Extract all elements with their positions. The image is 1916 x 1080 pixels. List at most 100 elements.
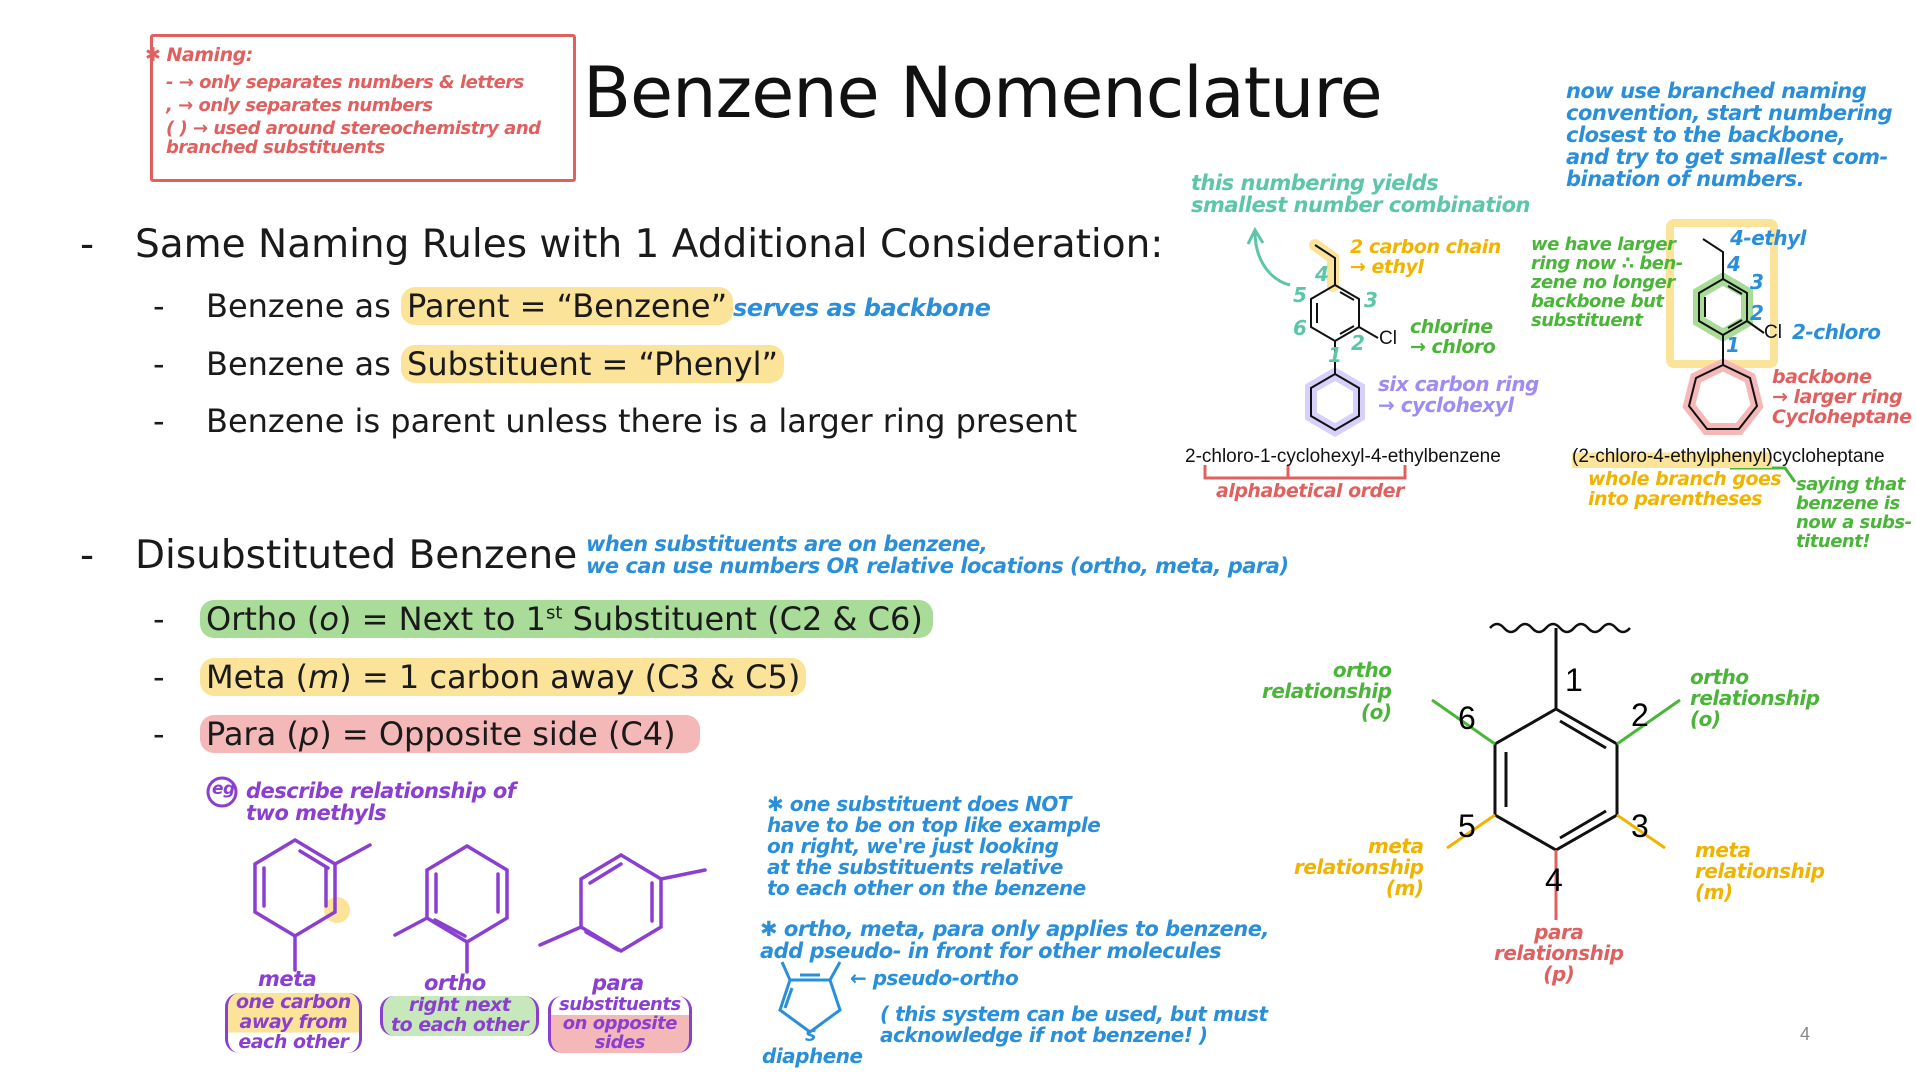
bullet-dash: - <box>153 600 165 638</box>
ring-number: 2 <box>1750 301 1764 325</box>
ring-number: 4 <box>1315 262 1329 286</box>
naming-note-line: ( ) → used around stereochemistry and br… <box>166 118 541 158</box>
bullet-dash: - <box>153 715 165 753</box>
ring-number: 4 <box>1727 252 1741 276</box>
position-number: 6 <box>1458 700 1476 736</box>
backbone-note: backbone → larger ring Cycloheptane <box>1772 366 1912 428</box>
cyclohexyl-note: six carbon ring → cyclohexyl <box>1378 372 1539 417</box>
bullet-dash: - <box>80 533 95 578</box>
numbering-note: this numbering yields smallest number co… <box>1191 171 1531 218</box>
bullet-dash: - <box>153 658 165 696</box>
example1-iupac-name: 2-chloro-1-cyclohexyl-4-ethylbenzene <box>1185 446 1501 467</box>
methyl-examples <box>206 776 707 974</box>
benzene-structure-2 <box>1687 238 1765 430</box>
para-example-label: para <box>592 971 644 995</box>
ortho-superscript: st <box>546 602 563 624</box>
ring-number: 3 <box>1364 288 1378 312</box>
ortho-example-desc: right next to each other <box>380 995 540 1036</box>
phenyl-note: saying that benzene is now a subs- titue… <box>1796 474 1912 552</box>
methyl-prompt: describe relationship of two methyls <box>246 779 516 826</box>
ring-number: 6 <box>1293 316 1307 340</box>
ortho-text: Ortho ( <box>206 600 320 638</box>
para-example-desc: substituents on opposite sides <box>548 995 692 1053</box>
meta-text: ) = 1 carbon away (C3 & C5) <box>339 658 801 696</box>
meta-right-label: meta relationship (m) <box>1695 838 1825 904</box>
parent-prefix: Benzene as <box>206 287 401 325</box>
substituent-prefix: Benzene as <box>206 345 401 383</box>
phenyl-underline <box>1730 466 1797 483</box>
numbering-arrowhead <box>1246 226 1265 245</box>
thiophene-structure <box>778 961 842 1034</box>
ring-diagram <box>1431 622 1681 920</box>
substituent-highlight: Substituent = “Phenyl” <box>401 345 785 383</box>
para-bullet: Para (p) = Opposite side (C4) <box>200 715 700 753</box>
larger-ring-note: we have larger ring now ∴ ben- zene no l… <box>1531 234 1683 331</box>
example2-iupac-name: (2-chloro-4-ethylphenyl)cycloheptane <box>1572 446 1885 468</box>
benzene-structure-1 <box>1310 244 1379 432</box>
parent-highlight: Parent = “Benzene” <box>401 287 734 325</box>
position-number: 1 <box>1565 662 1583 698</box>
sulfur-atom: S <box>805 1026 817 1045</box>
position-number: 3 <box>1631 808 1649 844</box>
parentheses-note: whole branch goes into parentheses <box>1588 468 1782 510</box>
bullet-dash: - <box>80 222 95 267</box>
pseudo-note: ✱ ortho, meta, para only applies to benz… <box>760 917 1269 964</box>
cyclohexyl-highlight <box>1305 367 1365 437</box>
eg-badge: eg <box>212 779 235 799</box>
ring-number: 5 <box>1293 283 1307 307</box>
ortho-bullet: Ortho (o) = Next to 1st Substituent (C2 … <box>200 600 933 638</box>
ortho-left-label: ortho relationship (o) <box>1262 658 1392 724</box>
disubstituted-note: when substituents are on benzene, we can… <box>586 532 1289 579</box>
position-number: 2 <box>1631 697 1649 733</box>
chlorine-atom: Cl <box>1379 328 1397 349</box>
naming-note-line: , → only separates numbers <box>166 95 433 116</box>
bullet-dash: - <box>153 287 165 325</box>
para-symbol: p <box>298 715 320 753</box>
meta-text: Meta ( <box>206 658 309 696</box>
alphabetical-note: alphabetical order <box>1216 480 1404 502</box>
naming-note-box <box>150 34 576 182</box>
bullet-dash: - <box>153 402 165 440</box>
meta-example-desc: one carbon away from each other <box>225 992 362 1053</box>
ring-number: 3 <box>1750 270 1764 294</box>
ring-number: 1 <box>1726 333 1740 357</box>
ethyl-label: 4-ethyl <box>1730 226 1806 250</box>
ortho-right-label: ortho relationship (o) <box>1690 665 1820 731</box>
bullet-dash: - <box>153 345 165 383</box>
ortho-symbol: o <box>319 600 339 638</box>
naming-note-line: - → only separates numbers & letters <box>166 72 524 93</box>
parent-note: serves as backbone <box>733 294 991 322</box>
meta-example-label: meta <box>258 967 317 991</box>
para-text: Para ( <box>206 715 299 753</box>
position-number: 5 <box>1458 808 1476 844</box>
ortho-example-label: ortho <box>424 971 486 995</box>
ortho-text: ) = Next to 1 <box>338 600 546 638</box>
rule-heading: Same Naming Rules with 1 Additional Cons… <box>135 222 1164 267</box>
meta-symbol: m <box>308 658 340 696</box>
substituent-position-note: ✱ one substituent does NOT have to be on… <box>767 792 1101 900</box>
meta-left-label: meta relationship (m) <box>1294 834 1424 900</box>
caveat-note: ( this system can be used, but must ackn… <box>880 1002 1268 1047</box>
position-number: 4 <box>1545 862 1563 898</box>
para-label: para relationship (p) <box>1494 920 1624 986</box>
substituent-bullet: Benzene as Substituent = “Phenyl” <box>206 345 785 383</box>
meta-bullet: Meta (m) = 1 carbon away (C3 & C5) <box>200 658 807 696</box>
ring-number: 1 <box>1328 343 1342 367</box>
branched-naming-note: now use branched naming convention, star… <box>1566 79 1893 192</box>
alphabetical-bracket <box>1203 465 1407 480</box>
parent-bullet: Benzene as Parent = “Benzene” <box>206 287 734 325</box>
chloro-label: 2-chloro <box>1792 320 1881 344</box>
para-text: ) = Opposite side (C4) <box>319 715 676 753</box>
numbering-arrow <box>1253 231 1291 287</box>
thiophene-label: diaphene <box>762 1044 863 1068</box>
naming-note-heading: ✱ Naming: <box>145 44 253 66</box>
benzene-ring-highlight <box>1693 272 1753 342</box>
page-title: Benzene Nomenclature <box>583 52 1383 134</box>
chloro-note: chlorine → chloro <box>1410 316 1496 358</box>
disubstituted-heading: Disubstituted Benzene <box>135 533 578 578</box>
page-number: 4 <box>1800 1024 1811 1044</box>
ring-number: 2 <box>1351 331 1365 355</box>
ethyl-note: 2 carbon chain → ethyl <box>1350 236 1501 278</box>
pseudo-ortho-label: ← pseudo-ortho <box>850 966 1019 990</box>
